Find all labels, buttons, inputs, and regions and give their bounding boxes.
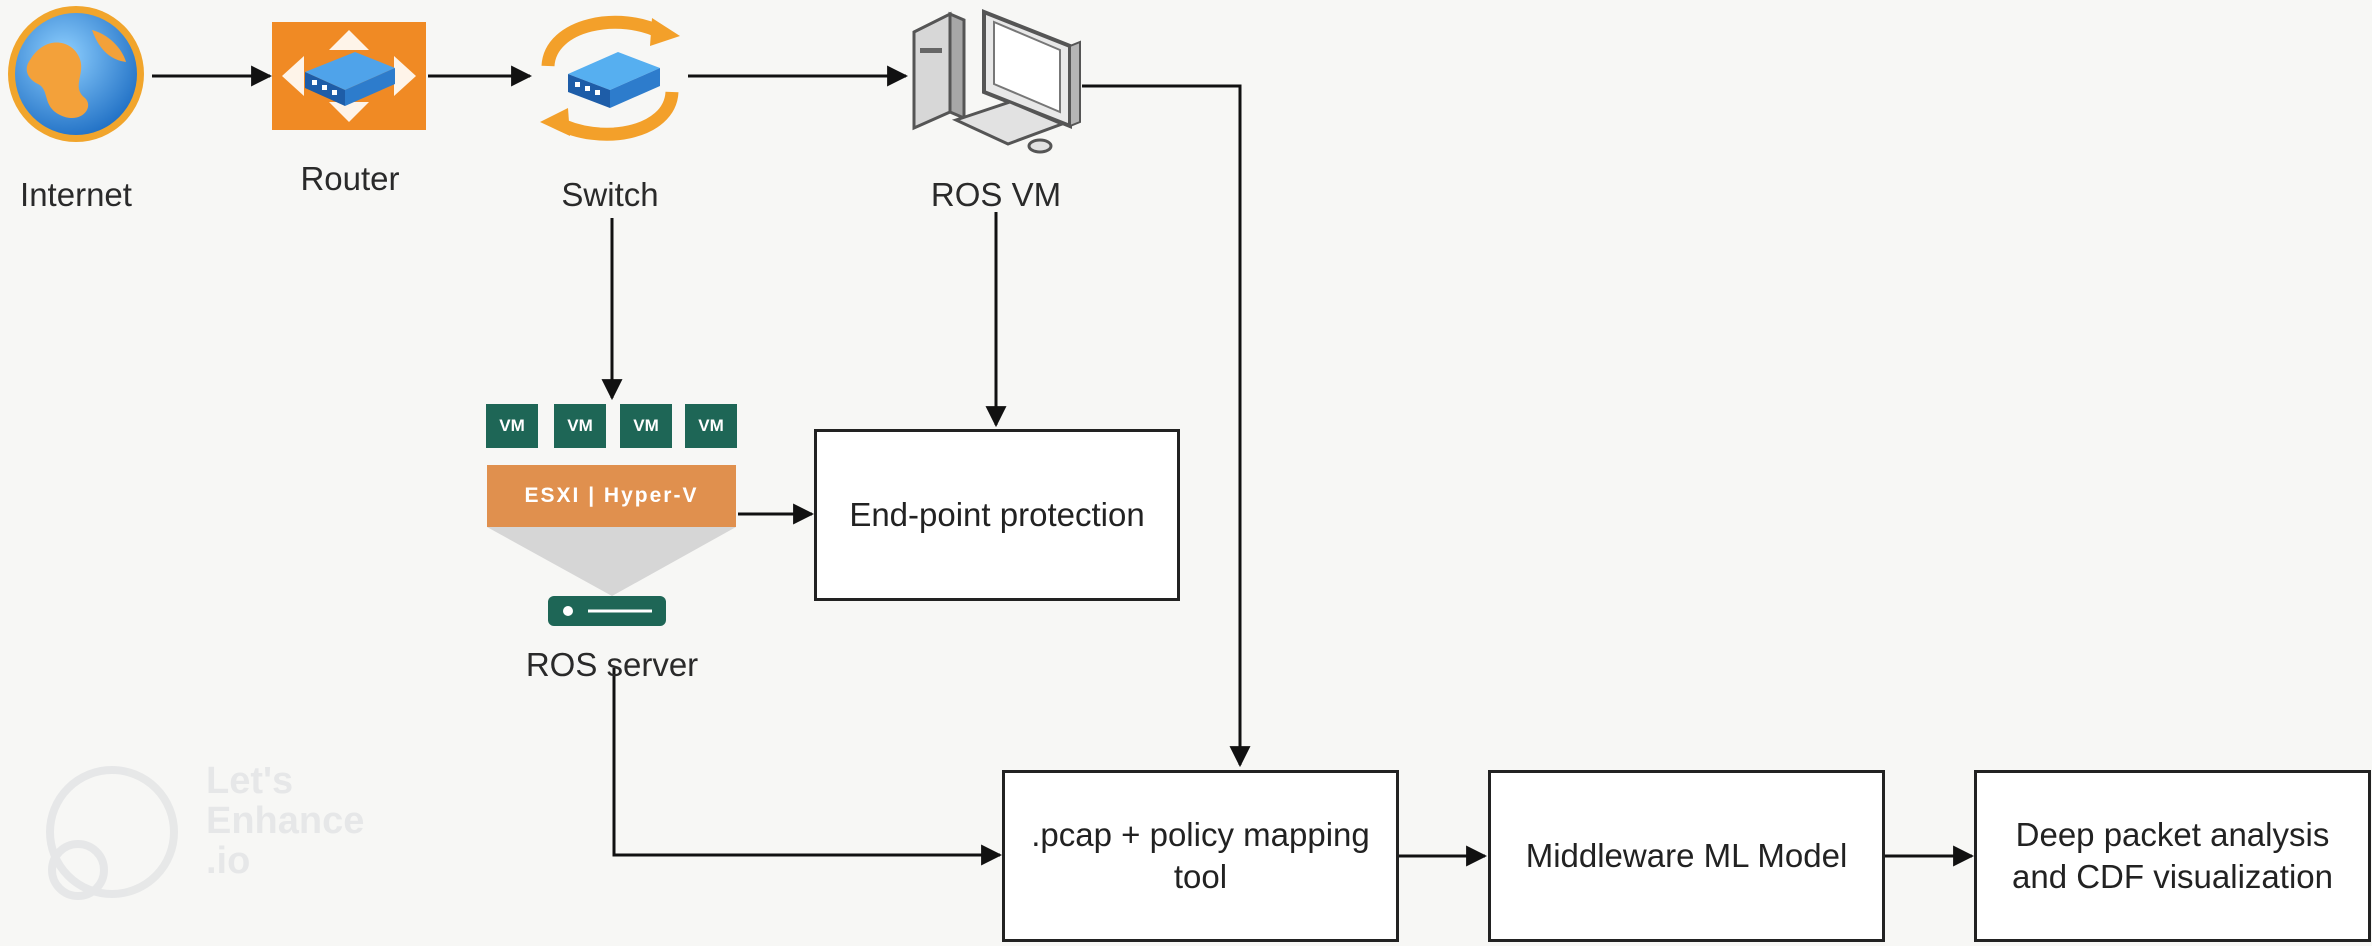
watermark-text: Let's Enhance .io (206, 761, 364, 881)
computer-icon (912, 9, 1081, 154)
vm-badge: VM (620, 404, 672, 448)
endpoint-protection-box: End-point protection (814, 429, 1180, 601)
middleware-ml-box: Middleware ML Model (1488, 770, 1885, 942)
arrow-rosserver-pcap (612, 668, 1003, 866)
pcap-policy-label-line1: .pcap + policy mapping (1031, 815, 1370, 853)
globe-icon (8, 6, 144, 142)
label-switch: Switch (561, 176, 659, 213)
label-ros-vm: ROS VM (930, 176, 1062, 213)
vm-badge: VM (554, 404, 606, 448)
watermark-line3: .io (206, 840, 251, 882)
dpa-label-line1: Deep packet analysis (2015, 815, 2330, 853)
dpa-label-line2: and CDF visualization (2012, 858, 2333, 895)
middleware-ml-label: Middleware ML Model (1525, 836, 1848, 874)
connectors (152, 65, 1975, 867)
endpoint-protection-label: End-point protection (849, 495, 1145, 533)
label-internet: Internet (20, 176, 132, 213)
router-icon (272, 22, 426, 130)
vm-badge: VM (486, 404, 538, 448)
hypervisor-bar: ESXI | Hyper-V (487, 465, 736, 527)
watermark-line2: Enhance (206, 800, 365, 842)
watermark-logo (46, 766, 178, 900)
vm-badge: VM (685, 404, 737, 448)
label-ros-server: ROS server (525, 646, 699, 683)
deep-packet-analysis-box: Deep packet analysis and CDF visualizati… (1974, 770, 2371, 942)
pcap-policy-box: .pcap + policy mapping tool (1002, 770, 1399, 942)
label-router: Router (300, 160, 400, 197)
arrow-rosvm-pcap (1082, 84, 1251, 768)
pcap-policy-label-line2: tool (1173, 858, 1228, 895)
hypervisor-funnel (487, 527, 736, 596)
switch-icon (540, 15, 680, 141)
watermark-line1: Let's (206, 760, 294, 802)
server-icon (548, 596, 666, 626)
